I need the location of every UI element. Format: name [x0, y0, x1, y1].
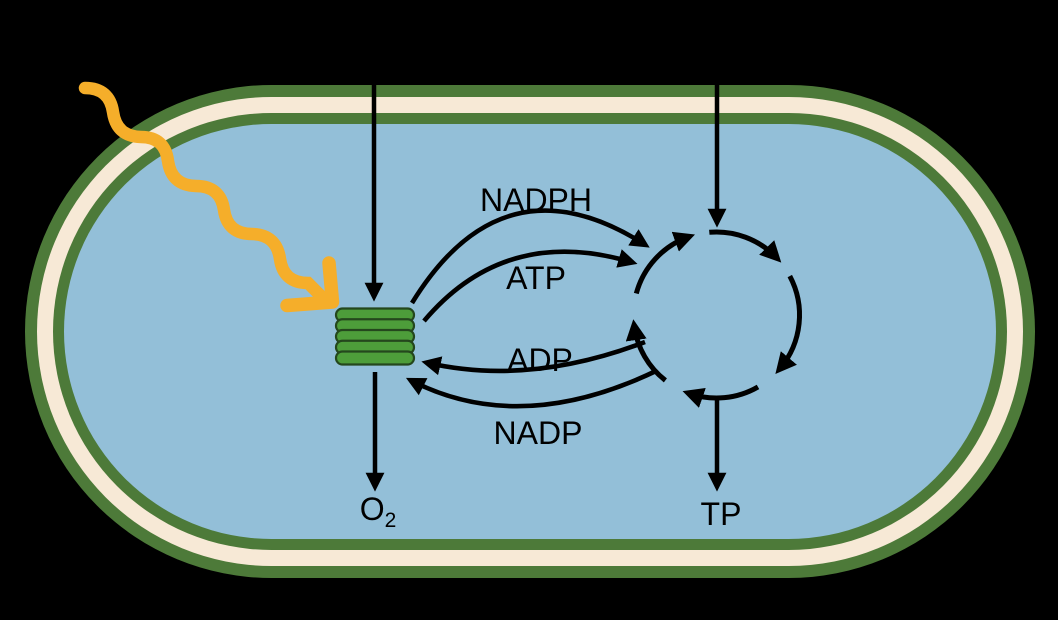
- o2-label-main: O: [359, 490, 385, 527]
- thylakoid-disc: [334, 350, 416, 366]
- cycle-arc-2: [709, 229, 782, 263]
- nadp-label: NADP: [493, 415, 583, 451]
- adp-arrow: [421, 339, 646, 376]
- nadp-arrow: [405, 368, 657, 409]
- cycle-arc-4: [682, 384, 760, 408]
- thylakoid-stack: [334, 307, 416, 366]
- atp-arrow: [422, 249, 638, 323]
- calvin-cycle: [625, 229, 802, 408]
- adp-label: ADP: [507, 342, 573, 378]
- cycle-arc-1: [633, 231, 696, 295]
- nadph-arrow: [410, 208, 650, 305]
- tp-label: TP: [700, 496, 742, 532]
- nadph-label: NADPH: [479, 182, 593, 218]
- o2-label-subscript: 2: [384, 509, 397, 533]
- light-arrowhead-icon: [280, 256, 340, 313]
- cycle-arc-5: [625, 319, 667, 383]
- atp-label: ATP: [506, 260, 566, 296]
- cycle-arc-3: [775, 274, 802, 375]
- o2-label: O2: [360, 493, 397, 531]
- light-squiggle-arrow: [78, 81, 327, 302]
